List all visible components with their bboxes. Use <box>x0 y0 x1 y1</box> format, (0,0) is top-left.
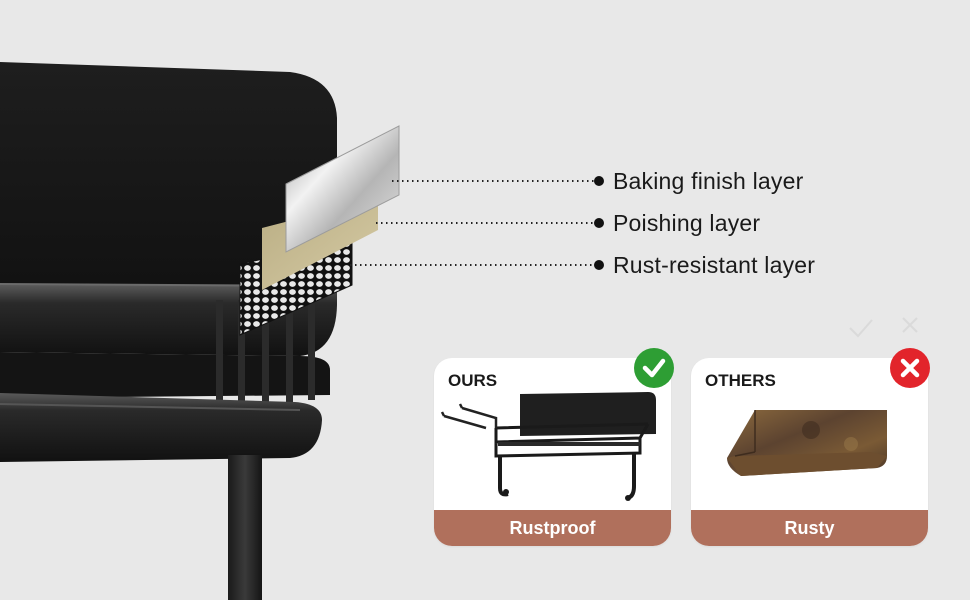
ours-card: OURS Rustproof <box>434 358 671 546</box>
others-title: OTHERS <box>705 371 776 390</box>
baking-finish-layer <box>285 125 400 253</box>
callout-dots <box>594 176 604 270</box>
callout-polishing-layer: Poishing layer <box>613 210 761 236</box>
others-footer: Rusty <box>691 510 928 546</box>
shelf-rail <box>0 393 322 462</box>
rusty-shelf-image <box>727 410 887 476</box>
black-shelf-image <box>440 392 656 501</box>
shelf-top <box>0 62 337 285</box>
shelf-body <box>0 352 330 398</box>
ours-footer: Rustproof <box>434 510 671 546</box>
shelf-leg <box>228 455 262 600</box>
callout-leaders <box>350 180 598 266</box>
callout-baking-finish-layer: Baking finish layer <box>613 168 804 194</box>
ours-title: OURS <box>448 371 498 390</box>
callout-rust-resistant-layer: Rust-resistant layer <box>613 252 816 278</box>
checkmark-icon <box>634 348 674 388</box>
others-card: OTHERS Rusty <box>691 358 928 546</box>
shelf-bars <box>216 300 315 410</box>
x-mark-icon <box>890 348 930 388</box>
